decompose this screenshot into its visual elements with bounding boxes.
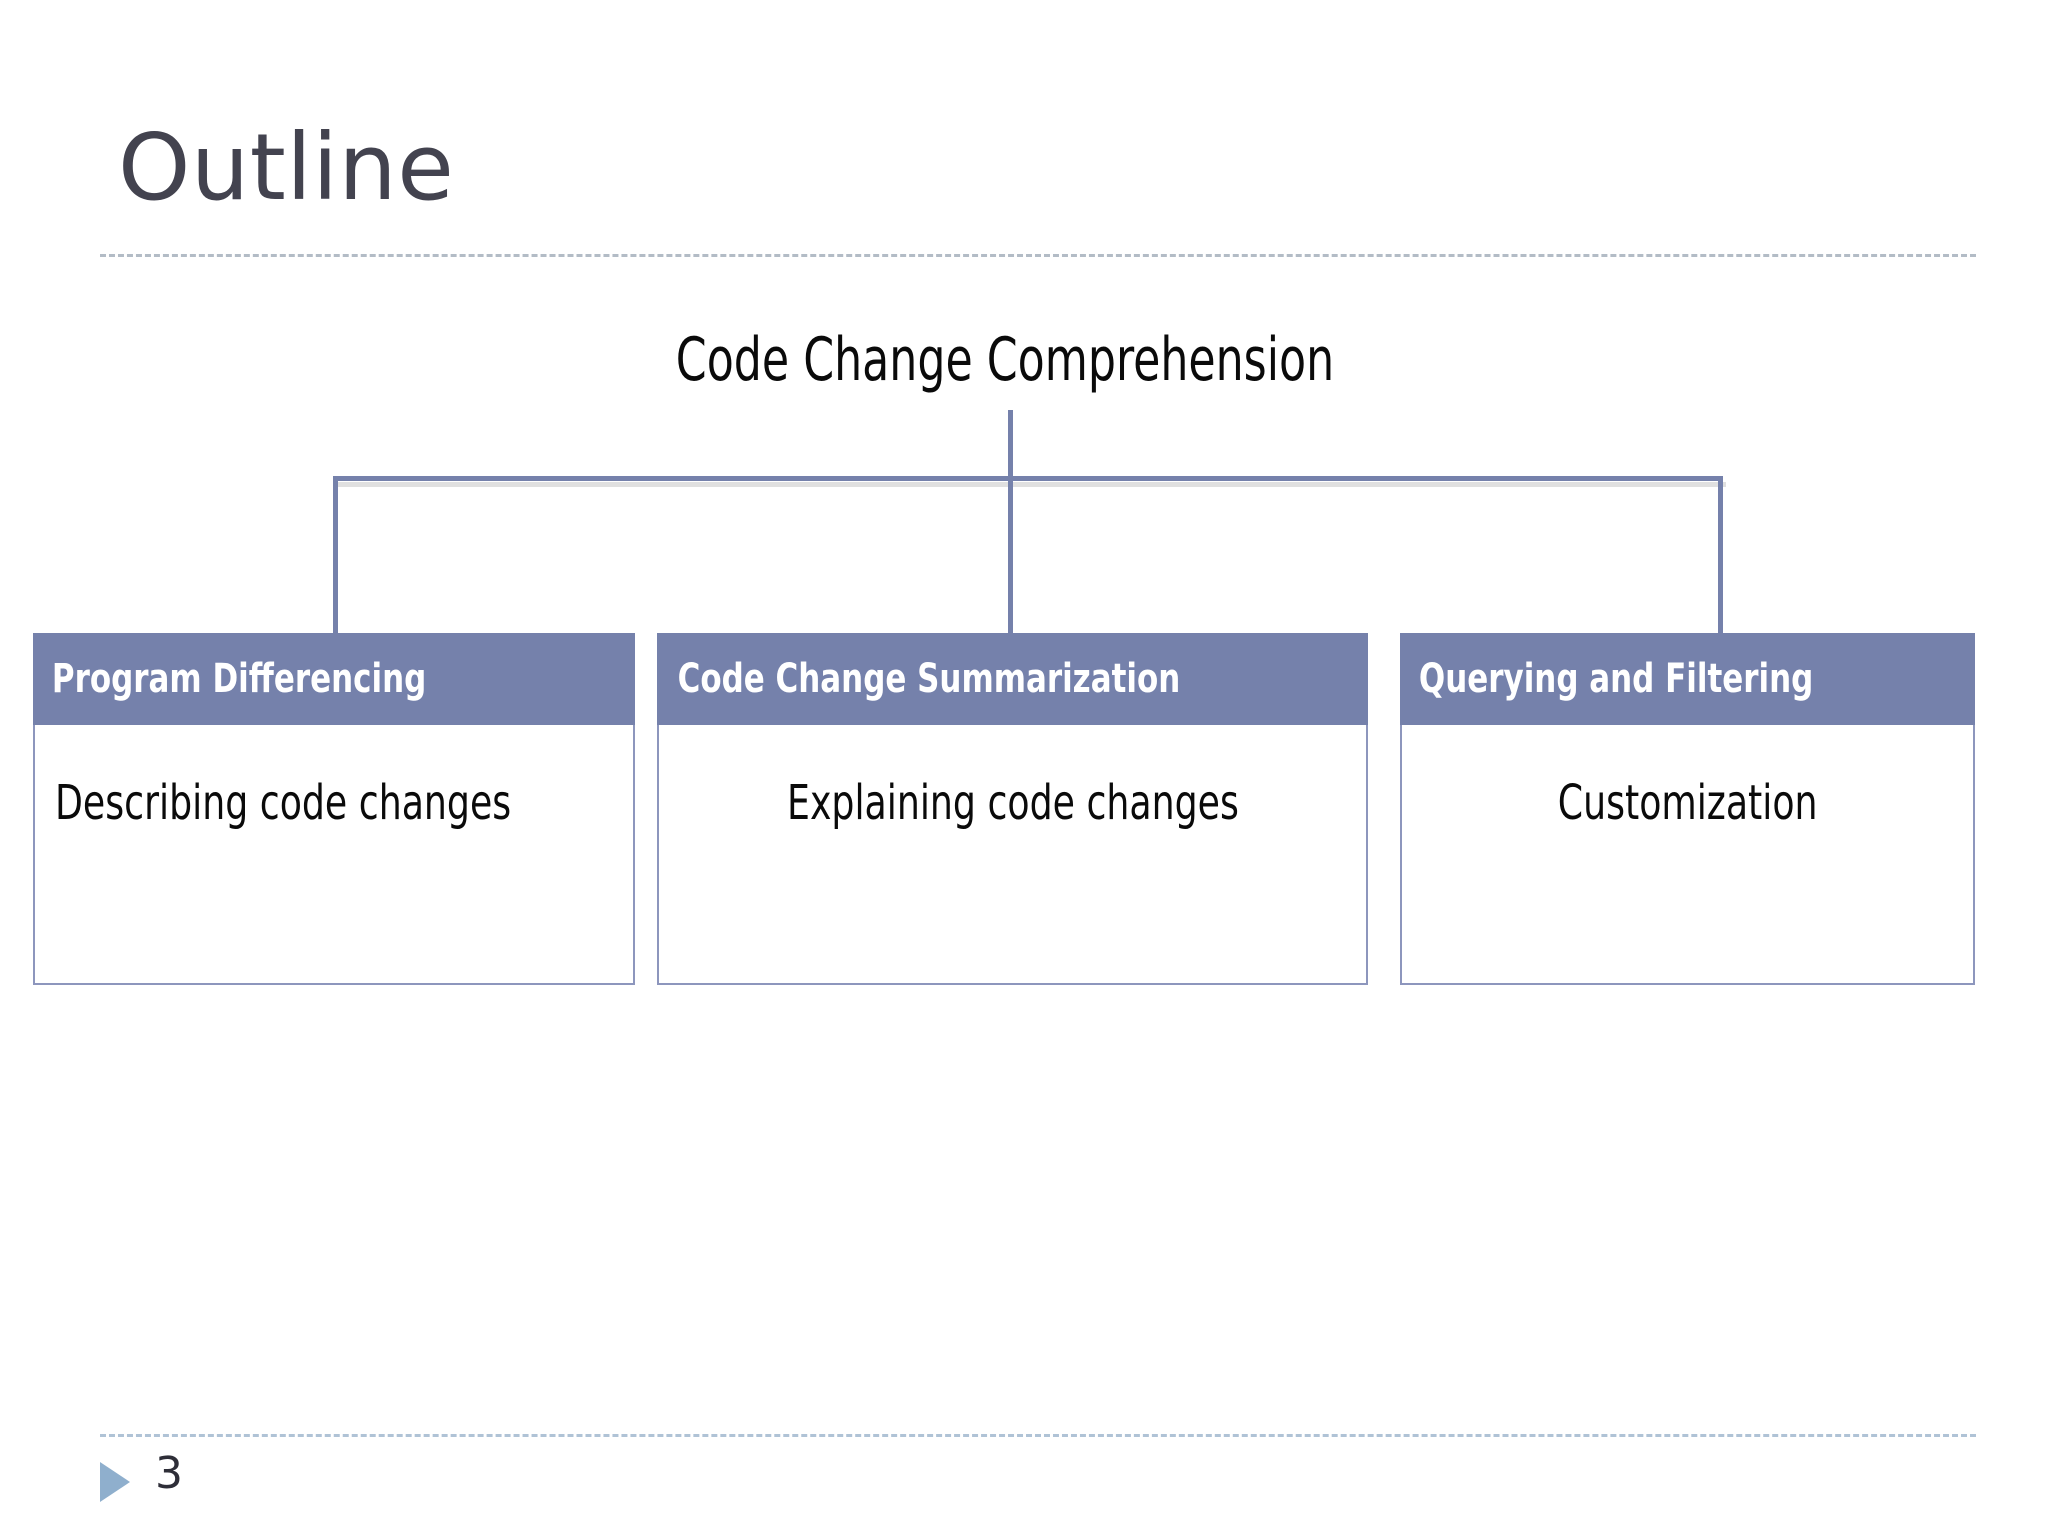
- page-title: Outline: [118, 114, 455, 221]
- connector-drop-right: [1718, 476, 1723, 640]
- connector-drop-middle: [1008, 476, 1013, 640]
- node-body-label: Explaining code changes: [786, 775, 1239, 831]
- node-header-label: Code Change Summarization: [677, 656, 1181, 702]
- diagram-node-querying-and-filtering[interactable]: Querying and Filtering Customization: [1400, 633, 1975, 985]
- footer-divider: [100, 1434, 1976, 1437]
- connector-bus-shadow: [336, 482, 1726, 487]
- node-header-band: Querying and Filtering: [1400, 633, 1975, 725]
- node-header-band: Program Differencing: [33, 633, 635, 725]
- node-body: Describing code changes: [35, 725, 633, 983]
- connector-bus: [333, 476, 1723, 481]
- title-divider: [100, 254, 1976, 257]
- node-body: Explaining code changes: [659, 725, 1366, 983]
- diagram-node-program-differencing[interactable]: Program Differencing Describing code cha…: [33, 633, 635, 985]
- connector-drop-left: [333, 476, 338, 640]
- node-header-band: Code Change Summarization: [657, 633, 1368, 725]
- triangle-right-icon: [100, 1462, 130, 1502]
- node-body: Customization: [1402, 725, 1973, 983]
- node-header-label: Program Differencing: [51, 656, 427, 702]
- node-body-label: Customization: [1557, 775, 1818, 831]
- diagram-node-code-change-summarization[interactable]: Code Change Summarization Explaining cod…: [657, 633, 1368, 985]
- page-number: 3: [155, 1448, 183, 1499]
- node-body-label: Describing code changes: [55, 775, 512, 831]
- diagram-root-label: Code Change Comprehension: [675, 325, 1335, 395]
- connector-stem: [1008, 410, 1013, 480]
- node-header-label: Querying and Filtering: [1418, 656, 1814, 702]
